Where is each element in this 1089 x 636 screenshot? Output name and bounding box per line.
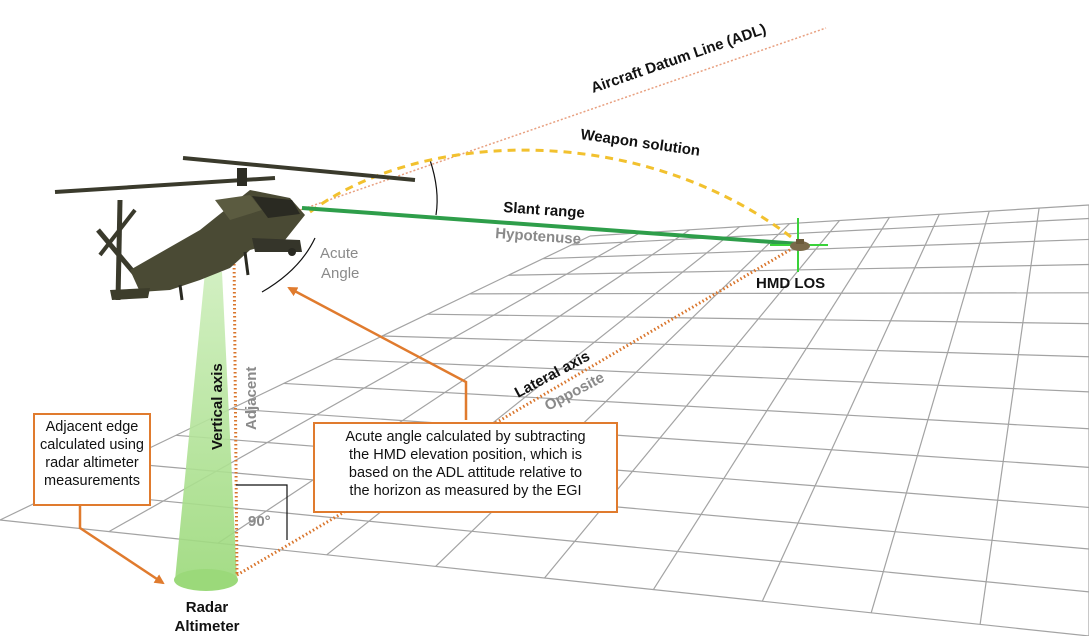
grid-line [589,204,1089,237]
adl-label: Aircraft Datum Line (ADL) [589,21,769,97]
acute-angle-callout: Acute angle calculated by subtracting th… [313,422,618,513]
callout-line: radar altimeter [45,455,139,471]
grid-line [652,217,890,590]
right-angle-label: 90° [248,513,271,530]
callout-line: measurements [44,473,140,489]
adjacent-edge-callout: Adjacent edge calculated using radar alt… [33,413,151,506]
grid-line [230,408,1089,468]
radar-beam [175,272,237,580]
callout-line: based on the ADL attitude relative to [348,465,583,481]
grid-line [469,292,1089,295]
slant-range-line [301,206,801,246]
grid-line [382,335,1089,358]
grid-line [544,220,840,579]
grid-line [979,208,1040,625]
grid-line [542,238,1089,260]
adl-angle-arc [429,159,438,216]
acute-label: Acute [320,245,358,262]
callout-line: the horizon as measured by the EGI [349,483,582,499]
grid-line [334,358,1089,393]
mid-callout-arrow [287,286,468,420]
slant-range-label: Slant range [503,199,586,222]
grid-line [217,229,691,544]
weapon-solution-arc [309,148,796,242]
left-callout-arrow [78,506,165,585]
grid-line [427,313,1089,325]
adl-line [299,27,827,211]
lateral-axis-line [236,242,801,577]
callout-line: Acute angle calculated by subtracting [345,429,586,445]
radar-footprint [174,569,238,591]
altimeter-label: Altimeter [174,618,239,635]
vertical-axis-label: Vertical axis [209,363,226,450]
grid-line [571,217,1089,246]
grid-line [283,382,1089,430]
callout-line: the HMD elevation position, which is [349,447,582,463]
angle-label: Angle [321,265,359,282]
callout-line: Adjacent edge [45,419,139,435]
vertical-axis-line [232,251,239,576]
acute-angle-arc [261,237,316,293]
adjacent-label: Adjacent [243,367,260,430]
grid-line [0,519,1089,636]
callout-line: calculated using [40,437,144,453]
hypotenuse-label: Hypotenuse [495,225,582,248]
target-crosshair-icon [770,218,828,272]
hmd-los-label: HMD LOS [756,275,825,292]
helicopter-icon [54,156,416,301]
right-angle-marker [236,484,288,540]
radar-label: Radar [186,599,229,616]
grid-line [870,211,990,613]
grid-line [761,214,940,602]
